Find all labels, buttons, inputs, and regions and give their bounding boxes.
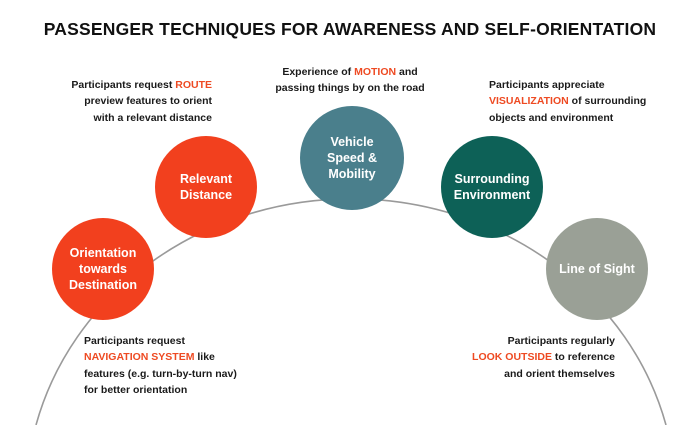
highlight-look-outside: LOOK OUTSIDE [472,351,552,364]
circle-label-line: Distance [179,188,233,202]
circle-line-of-sight: Line of Sight [546,218,648,320]
note-text: and [396,66,418,78]
circle-relevant-distance: Relevant Distance [155,136,257,238]
circle-label-line: Destination [68,278,138,293]
note-text: Participants regularly [507,335,615,347]
circle-label-line: Mobility [328,167,376,182]
circle-label-line: towards [79,261,127,276]
note-text: objects and environment [489,111,614,124]
highlight-route: ROUTE [175,79,212,91]
circle-orientation-towards-destination: Orientation towards Destination [52,218,154,320]
circle-label-line: Vehicle [330,134,374,149]
note-text: with a relevant distance [93,111,212,124]
circle-vehicle-speed-mobility: Vehicle Speed & Mobility [300,106,404,210]
note-text: Participants request [84,335,185,347]
note-navigation: Participants request NAVIGATION SYSTEM l… [84,333,304,398]
note-motion: Experience of MOTION and passing things … [240,64,460,97]
note-look-outside: Participants regularly LOOK OUTSIDE to r… [395,333,615,382]
note-text: passing things by on the road [275,82,425,95]
circle-label-line: Line of Sight [559,261,635,276]
note-text: Experience of [282,66,355,78]
circle-label-line: Surrounding [454,171,530,186]
note-text: Participants appreciate [489,79,605,91]
circle-surrounding-environment: Surrounding Environment [441,136,543,238]
note-text: of surrounding [568,95,647,108]
circle-label-line: Environment [453,188,531,202]
note-text: like [194,351,215,364]
note-route: Participants request ROUTE preview featu… [0,77,212,126]
page-title: PASSENGER TECHNIQUES FOR AWARENESS AND S… [43,19,657,39]
note-text: to reference [551,351,615,364]
circle-label-line: Orientation [69,245,137,260]
note-text: for better orientation [84,383,188,396]
note-text: features (e.g. turn-by-turn nav) [84,367,237,380]
note-visualization: Participants appreciate VISUALIZATION of… [489,77,694,126]
circle-label-line: Relevant [179,171,233,186]
circle-label-line: Speed & [326,150,377,165]
highlight-motion: MOTION [354,66,397,78]
note-text: preview features to orient [84,95,212,108]
highlight-visualization: VISUALIZATION [489,95,569,108]
note-text: Participants request [71,79,176,91]
highlight-navigation-system: NAVIGATION SYSTEM [84,351,195,364]
note-text: and orient themselves [504,367,615,380]
